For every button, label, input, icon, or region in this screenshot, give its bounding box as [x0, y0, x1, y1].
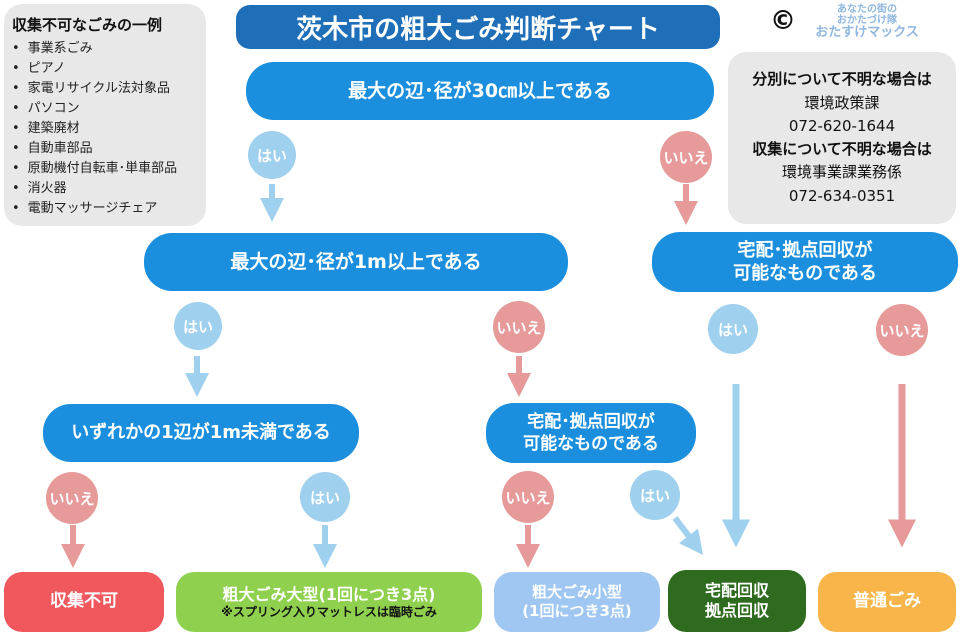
result-label: 粗大ごみ大型(1回につき3点): [222, 584, 436, 604]
list-item: 家電リサイクル法対象品: [12, 79, 206, 99]
logo-line-1: あなたの街の: [837, 4, 897, 15]
answer-no-q2: いいえ: [493, 301, 545, 353]
sorting-phone: 072-620-1644: [788, 116, 896, 135]
list-item: 事業系ごみ: [12, 39, 206, 59]
result-label: 普通ごみ: [853, 591, 921, 612]
list-item: 原動機付自転車･単車部品: [12, 159, 206, 179]
question-delivery-possible-right: 宅配･拠点回収が 可能なものである: [652, 232, 958, 292]
result-sublabel: 拠点回収: [704, 601, 769, 620]
result-ordinary-waste: 普通ごみ: [818, 572, 956, 632]
result-large-bulky-waste: 粗大ごみ大型(1回につき3点) ※スプリング入りマットレスは臨時ごみ: [176, 572, 482, 632]
answer-no-q4: いいえ: [46, 472, 98, 524]
not-collectable-heading: 収集不可なごみの一例: [12, 16, 163, 34]
question-delivery-possible-middle: 宅配･拠点回収が 可能なものである: [486, 403, 696, 463]
result-label: 収集不可: [50, 591, 118, 612]
question-one-side-under-1m: いずれかの1辺が1m未満である: [43, 404, 359, 462]
sorting-contact-heading: 分別について不明な場合は: [752, 70, 932, 89]
list-item: 電動マッサージチェア: [12, 199, 206, 219]
result-label: 宅配回収: [704, 581, 769, 600]
collection-department: 環境事業課業務係: [781, 163, 902, 182]
answer-no-q1: いいえ: [660, 131, 712, 183]
question-size-1m: 最大の辺･径が1m以上である: [144, 233, 568, 291]
sorting-department: 環境政策課: [804, 93, 880, 112]
arrow-q5-yes: [672, 516, 704, 555]
result-not-collectable: 収集不可: [4, 572, 164, 632]
page-title: 茨木市の粗大ごみ判断チャート: [236, 5, 720, 49]
question-line-1: 宅配･拠点回収が: [527, 411, 655, 432]
answer-no-q3: いいえ: [876, 304, 928, 356]
result-small-bulky-waste: 粗大ごみ小型 (1回につき3点): [494, 572, 660, 632]
result-delivery-collection: 宅配回収 拠点回収: [668, 570, 806, 632]
collection-phone: 072-634-0351: [788, 186, 896, 205]
logo-line-3: おたすけマックス: [815, 25, 919, 40]
answer-yes-q2: はい: [174, 302, 222, 350]
answer-yes-q1: はい: [248, 131, 296, 179]
not-collectable-examples-panel: 収集不可なごみの一例 事業系ごみ ピアノ 家電リサイクル法対象品 パソコン 建築…: [4, 4, 206, 226]
question-line-1: 宅配･拠点回収が: [737, 239, 873, 261]
list-item: ピアノ: [12, 59, 206, 79]
list-item: 建築廃材: [12, 119, 206, 139]
answer-yes-q5: はい: [630, 470, 680, 520]
list-item: 消火器: [12, 179, 206, 199]
copyright-mark: ©: [770, 6, 796, 36]
list-item: パソコン: [12, 99, 206, 119]
logo-line-2: おかたづけ隊: [837, 15, 897, 26]
result-label: 粗大ごみ小型: [531, 583, 622, 602]
question-size-30cm: 最大の辺･径が30㎝以上である: [246, 62, 714, 120]
answer-yes-q4: はい: [300, 472, 350, 522]
collection-contact-heading: 収集について不明な場合は: [752, 140, 932, 158]
not-collectable-list: 事業系ごみ ピアノ 家電リサイクル法対象品 パソコン 建築廃材 自動車部品 原動…: [12, 39, 206, 219]
question-line-2: 可能なものである: [523, 434, 659, 454]
result-sublabel: (1回につき3点): [522, 602, 632, 620]
answer-yes-q3: はい: [708, 304, 758, 354]
brand-logo: あなたの街の おかたづけ隊 おたすけマックス: [808, 4, 926, 40]
list-item: 自動車部品: [12, 139, 206, 159]
result-note: ※スプリング入りマットレスは臨時ごみ: [221, 604, 437, 619]
answer-no-q5: いいえ: [502, 471, 554, 523]
question-line-2: 可能なものである: [733, 263, 877, 284]
contact-info-panel: 分別について不明な場合は 環境政策課 072-620-1644 収集について不明…: [728, 52, 956, 224]
